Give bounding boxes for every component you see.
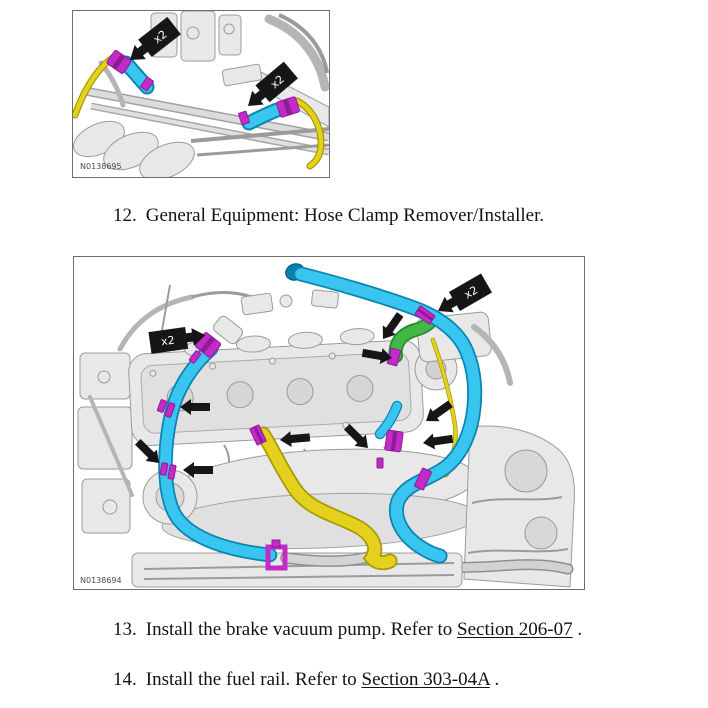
step-number: 12. xyxy=(113,205,137,226)
section-link-303-04A[interactable]: Section 303-04A xyxy=(361,669,490,690)
step-text: General Equipment: Hose Clamp Remover/In… xyxy=(145,205,545,226)
hose-clamp xyxy=(188,350,202,364)
figure-id-label: N0138694 xyxy=(80,576,122,585)
hose-clamp xyxy=(159,462,169,476)
hose-clamp xyxy=(140,76,154,92)
cyan-hose-main xyxy=(285,263,483,564)
arrow-icon xyxy=(421,430,454,451)
hose-clamp xyxy=(414,305,436,325)
figure-hose-routing-large: x2 x2 N0138694 xyxy=(73,256,585,590)
x2-flag: x2 xyxy=(438,273,492,313)
x2-label: x2 xyxy=(160,334,175,349)
hose-port xyxy=(212,315,244,345)
x2-flag: x2 xyxy=(148,326,206,354)
engine-illustration-large: x2 x2 N0138694 xyxy=(77,263,575,588)
step-12: 12. General Equipment: Hose Clamp Remover… xyxy=(113,205,544,227)
step-number: 13. xyxy=(113,619,137,640)
yellow-hose xyxy=(255,426,398,571)
cyan-fitting xyxy=(374,400,403,440)
x2-flag: x2 xyxy=(248,61,298,106)
hose-clamp xyxy=(414,467,432,491)
engine-illustration-small: x2 x2 N0138695 xyxy=(73,11,329,177)
hose-clamp xyxy=(249,424,267,446)
hose-clamp xyxy=(156,399,168,413)
hose-clamp-square xyxy=(265,539,288,571)
engine-line-art xyxy=(77,284,575,588)
hose-clamp xyxy=(106,49,132,75)
step-13: 13. Install the brake vacuum pump. Refer … xyxy=(113,619,582,641)
hose-clamp xyxy=(167,464,177,480)
yellow-vacuum-hose-right xyxy=(293,97,325,170)
hose-clamp xyxy=(164,402,176,418)
x2-flag: x2 xyxy=(130,16,181,60)
hose-clamp xyxy=(376,457,384,469)
hose-clamp xyxy=(238,110,250,126)
step-14: 14. Install the fuel rail. Refer to Secti… xyxy=(113,669,499,691)
figure-id-label: N0138695 xyxy=(80,162,122,171)
step-text: Install the fuel rail. Refer to xyxy=(145,669,362,690)
magenta-fitting xyxy=(384,429,404,453)
section-link-206-07[interactable]: Section 206-07 xyxy=(457,619,573,640)
step-text-tail: . xyxy=(489,669,500,690)
hose-clamp xyxy=(276,96,300,118)
cyan-hose-right xyxy=(241,102,285,131)
engine-line-art xyxy=(73,11,329,177)
figure-hose-clamps-small: x2 x2 N0138695 xyxy=(72,10,330,178)
step-text-tail: . xyxy=(572,619,583,640)
step-number: 14. xyxy=(113,669,137,690)
x2-label: x2 xyxy=(462,283,480,301)
step-text: Install the brake vacuum pump. Refer to xyxy=(145,619,458,640)
gray-pipe xyxy=(280,550,378,567)
